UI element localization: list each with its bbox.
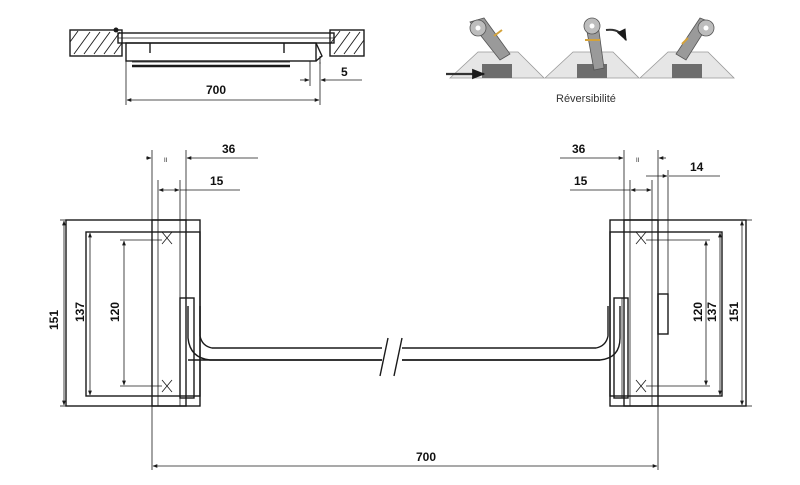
left-151-label: 151 <box>47 310 61 330</box>
left-15-label: 15 <box>210 174 224 188</box>
left-137-label: 137 <box>73 302 87 322</box>
right-wall-section <box>329 29 365 57</box>
top-offset-label: 5 <box>341 65 348 79</box>
left-end-housing <box>65 219 201 407</box>
panic-bar-plan <box>125 42 323 68</box>
right-137-label: 137 <box>705 302 719 322</box>
reversibility-step-1 <box>446 17 545 80</box>
reversibility-caption: Réversibilité <box>556 93 616 105</box>
reversibility-illustration: Réversibilité <box>446 17 735 105</box>
left-120-label: 120 <box>108 302 122 322</box>
right-151-label: 151 <box>727 302 741 322</box>
reversibility-step-3 <box>638 17 735 79</box>
front-view: 151 137 120 120 137 151 36 II 15 <box>47 142 752 470</box>
reversibility-step-2 <box>543 17 640 79</box>
right-14-label: 14 <box>690 160 704 174</box>
right-end-housing <box>609 219 747 407</box>
left-36-label: 36 <box>222 142 236 156</box>
front-width-label: 700 <box>416 450 436 464</box>
svg-text:II: II <box>164 158 168 164</box>
top-width-label: 700 <box>206 83 226 97</box>
right-15-label: 15 <box>574 174 588 188</box>
svg-text:II: II <box>636 158 640 164</box>
top-view: 700 5 <box>69 27 365 105</box>
right-120-label: 120 <box>691 302 705 322</box>
right-36-label: 36 <box>572 142 586 156</box>
left-wall-section <box>69 29 123 57</box>
panic-bar-front <box>187 306 621 377</box>
